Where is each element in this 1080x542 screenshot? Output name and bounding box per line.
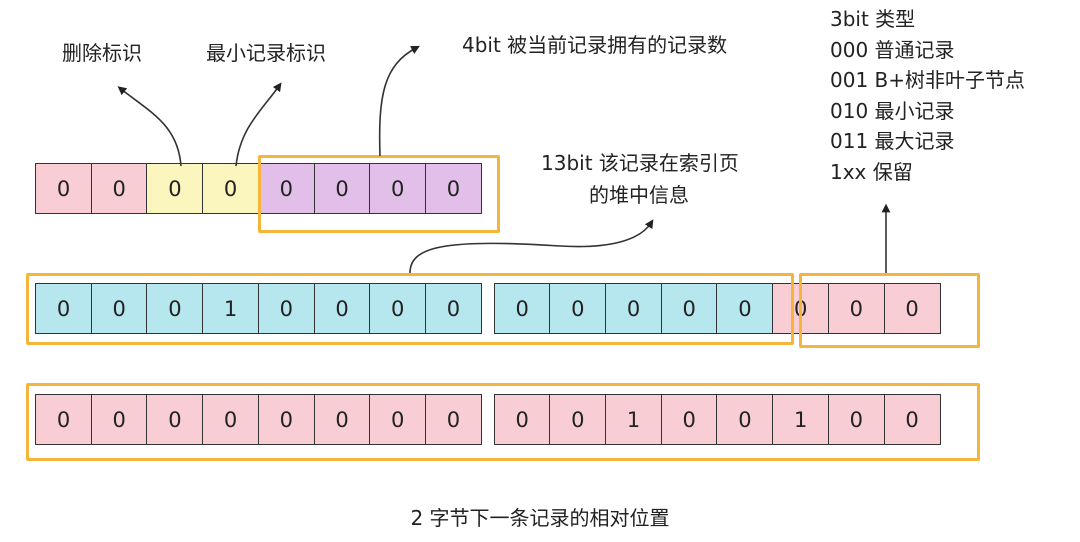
bit-cell: 0	[424, 283, 482, 334]
bit-cell: 0	[257, 163, 315, 214]
bit-cell: 0	[549, 394, 607, 445]
bit-cell: 0	[146, 394, 204, 445]
heap-no-label-line1: 13bit 该记录在索引页	[541, 151, 739, 175]
type-list-item: 000 普通记录	[830, 37, 955, 62]
min-record-flag-arrow	[235, 82, 282, 167]
n-owned-label: 4bit 被当前记录拥有的记录数	[462, 33, 728, 57]
next-record-highlight	[26, 383, 980, 461]
info-bits-row: 0 0 0 0 0 0 0 0	[35, 163, 482, 214]
bit-cell: 1	[202, 283, 260, 334]
bit-cell: 0	[716, 394, 774, 445]
min-record-flag-label: 最小记录标识	[206, 41, 326, 65]
bit-cell: 0	[827, 283, 885, 334]
next-record-row: 0 0 0 0 0 0 0 0 0 0 1 0 0 1 0 0	[35, 394, 941, 445]
bit-cell: 0	[90, 163, 148, 214]
bit-cell: 0	[146, 283, 204, 334]
bit-cell: 0	[35, 283, 92, 334]
heap-no-label-line2: 的堆中信息	[589, 183, 689, 207]
bit-cell: 0	[549, 283, 607, 334]
bit-cell: 0	[605, 283, 663, 334]
bit-cell: 0	[313, 163, 371, 214]
bit-cell: 0	[369, 283, 427, 334]
bit-cell: 1	[605, 394, 663, 445]
record-type-list: 3bit 类型 000 普通记录 001 B+树非叶子节点 010 最小记录 0…	[830, 4, 1025, 188]
heap-no-highlight	[26, 273, 794, 345]
heap-no-arrow	[409, 219, 654, 274]
bit-cell: 0	[660, 283, 718, 334]
bit-cell: 0	[424, 163, 482, 214]
diagram-caption: 2 字节下一条记录的相对位置	[410, 506, 670, 530]
bit-cell: 0	[716, 283, 774, 334]
heap-type-row: 0 0 0 1 0 0 0 0 0 0 0 0 0 0 0 0	[35, 283, 941, 334]
n-owned-arrow	[378, 45, 420, 157]
bit-cell: 1	[772, 394, 830, 445]
bit-cell: 0	[424, 394, 482, 445]
bit-cell: 0	[35, 163, 92, 214]
bit-cell: 0	[35, 394, 92, 445]
bit-cell: 0	[202, 163, 260, 214]
bit-cell: 0	[313, 394, 371, 445]
type-list-item: 3bit 类型	[830, 7, 916, 31]
delete-flag-label: 删除标识	[62, 41, 142, 65]
bit-cell: 0	[146, 163, 204, 214]
type-list-item: 001 B+树非叶子节点	[830, 68, 1026, 93]
bit-cell: 0	[883, 283, 941, 334]
delete-flag-arrow	[117, 86, 182, 167]
type-list-item: 1xx 保留	[830, 159, 913, 184]
n-owned-highlight	[258, 155, 500, 233]
type-list-item: 011 最大记录	[830, 129, 955, 154]
record-type-highlight	[799, 273, 980, 348]
bit-cell: 0	[883, 394, 941, 445]
bit-cell: 0	[257, 394, 315, 445]
bit-cell: 0	[257, 283, 315, 334]
type-list-item: 010 最小记录	[830, 98, 955, 123]
